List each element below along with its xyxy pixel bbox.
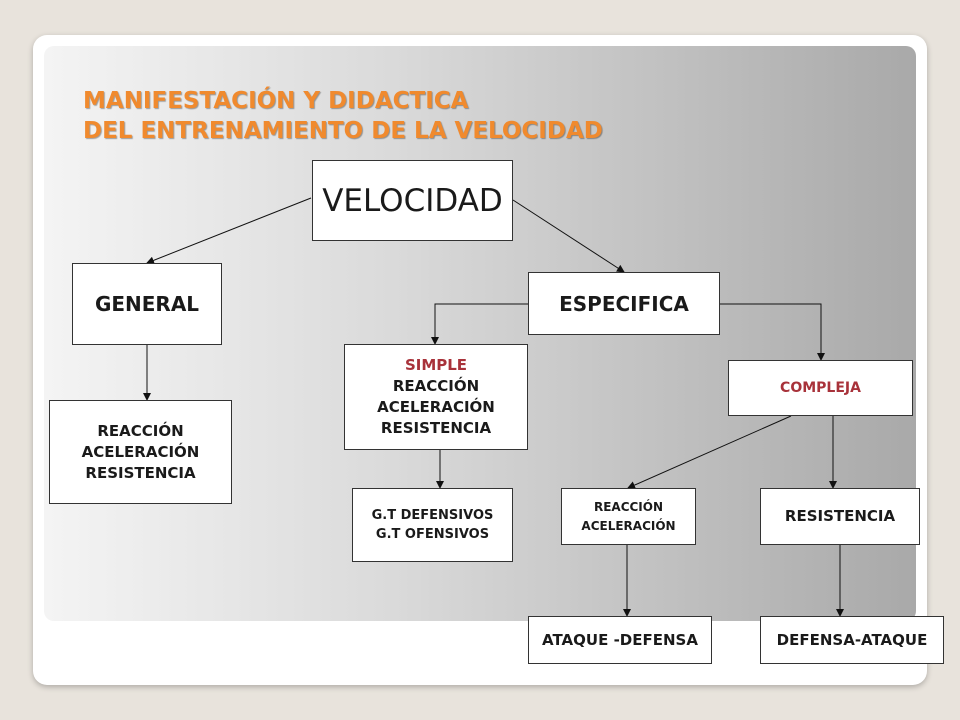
node-velocidad: VELOCIDAD xyxy=(312,160,513,241)
simple-line-1: REACCIÓN xyxy=(392,377,480,395)
node-general-label: GENERAL xyxy=(94,292,200,316)
node-compleja: COMPLEJA xyxy=(728,360,913,416)
node-general: GENERAL xyxy=(72,263,222,345)
arrow-especifica-simple xyxy=(431,303,528,345)
gt-line-2: G.T OFENSIVOS xyxy=(375,527,490,542)
node-ataque-defensa-label: ATAQUE -DEFENSA xyxy=(542,630,698,649)
title-line-1: MANIFESTACIÓN Y DIDACTICA xyxy=(83,88,469,114)
title-line-2: DEL ENTRENAMIENTO DE LA VELOCIDAD xyxy=(83,118,603,144)
node-resistencia: RESISTENCIA xyxy=(760,488,920,545)
simple-line-3: RESISTENCIA xyxy=(380,419,492,437)
simple-line-2: ACELERACIÓN xyxy=(377,398,495,416)
node-simple: SIMPLE REACCIÓN ACELERACIÓN RESISTENCIA xyxy=(344,344,528,450)
node-gt: G.T DEFENSIVOS G.T OFENSIVOS xyxy=(352,488,513,562)
arrow-velocidad-especifica xyxy=(512,199,625,273)
general-child-line-3: RESISTENCIA xyxy=(85,463,196,482)
node-velocidad-label: VELOCIDAD xyxy=(322,182,503,219)
node-especifica: ESPECIFICA xyxy=(528,272,720,335)
reaccion-aceleracion-line-2: ACELERACIÓN xyxy=(581,518,676,533)
general-child-line-2: ACELERACIÓN xyxy=(81,442,200,461)
arrow-velocidad-general xyxy=(146,197,312,265)
slide-title: MANIFESTACIÓN Y DIDACTICA DEL ENTRENAMIE… xyxy=(83,86,603,146)
general-child-line-1: REACCIÓN xyxy=(97,421,184,440)
node-defensa-ataque: DEFENSA-ATAQUE xyxy=(760,616,944,664)
node-compleja-label: COMPLEJA xyxy=(780,379,861,396)
arrow-compleja-reaccion xyxy=(627,415,792,489)
arrow-especifica-compleja xyxy=(720,303,825,361)
node-resistencia-label: RESISTENCIA xyxy=(784,507,896,525)
node-especifica-label: ESPECIFICA xyxy=(559,291,689,316)
node-ataque-defensa: ATAQUE -DEFENSA xyxy=(528,616,712,664)
node-defensa-ataque-label: DEFENSA-ATAQUE xyxy=(776,630,928,649)
node-reaccion-aceleracion: REACCIÓN ACELERACIÓN xyxy=(561,488,696,545)
gt-line-1: G.T DEFENSIVOS xyxy=(371,508,494,523)
node-general-child: REACCIÓN ACELERACIÓN RESISTENCIA xyxy=(49,400,232,504)
simple-heading: SIMPLE xyxy=(404,356,468,374)
reaccion-aceleracion-line-1: REACCIÓN xyxy=(593,499,664,514)
